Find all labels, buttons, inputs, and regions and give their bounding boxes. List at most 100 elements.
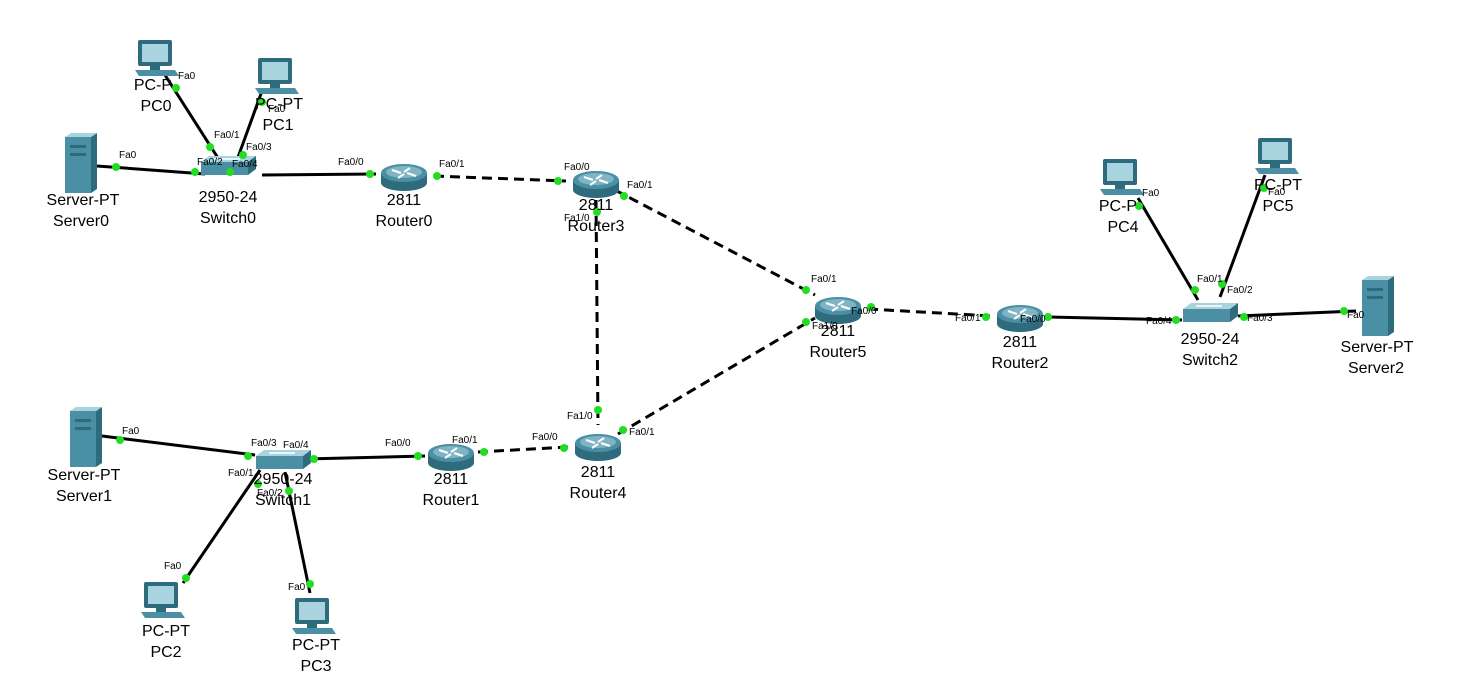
port-label-switch1: Fa0/2 [257, 488, 283, 499]
link-pc5-switch2[interactable] [1218, 174, 1267, 298]
link-router5-router2[interactable] [867, 307, 993, 318]
port-indicator-router1 [414, 452, 422, 460]
port-label-switch2: Fa0/3 [1247, 313, 1273, 324]
port-indicator-switch0 [206, 143, 214, 151]
link-switch1-pc2[interactable] [181, 469, 262, 584]
port-indicator-server0 [112, 163, 120, 171]
router-icon-router3[interactable] [573, 171, 619, 198]
port-label-router5: Fa0/1 [811, 274, 837, 285]
port-dots-layer [112, 84, 1348, 588]
device-name-label-router3: Router3 [568, 218, 625, 235]
port-indicator-switch0 [191, 168, 199, 176]
port-label-pc3: Fa0 [288, 582, 306, 593]
device-name-label-server1: Server1 [56, 488, 112, 505]
port-indicator-router4 [560, 444, 568, 452]
port-label-router0: Fa0/1 [439, 159, 465, 170]
device-name-label-router4: Router4 [570, 485, 627, 502]
links-layer [96, 74, 1357, 594]
devices-layer [65, 40, 1394, 634]
device-name-label-router0: Router0 [376, 213, 433, 230]
server-icon-server1[interactable] [70, 407, 102, 467]
port-label-router5: Fa1/0 [812, 321, 838, 332]
link-router3-router5[interactable] [614, 188, 816, 297]
pc-icon-pc0[interactable] [135, 40, 179, 76]
router-icon-router0[interactable] [381, 164, 427, 191]
port-label-server2: Fa0 [1347, 310, 1365, 321]
link-router3-router4[interactable] [594, 199, 600, 426]
link-server1-switch1[interactable] [101, 434, 256, 457]
pc-icon-pc2[interactable] [141, 582, 185, 618]
port-indicator-router4 [594, 406, 602, 414]
port-indicator-switch2 [1240, 313, 1248, 321]
device-type-label-router0: 2811 [387, 192, 422, 209]
device-name-label-router1: Router1 [423, 492, 480, 509]
port-indicator-switch0 [226, 168, 234, 176]
port-label-router0: Fa0/0 [338, 157, 364, 168]
pc-icon-pc3[interactable] [292, 598, 336, 634]
link-router4-router5[interactable] [617, 316, 816, 436]
port-label-router4: Fa0/0 [532, 432, 558, 443]
link-switch2-server2[interactable] [1237, 309, 1357, 318]
pc-icon-pc1[interactable] [255, 58, 299, 94]
port-label-router4: Fa1/0 [567, 411, 593, 422]
device-type-label-router4: 2811 [581, 464, 616, 481]
device-name-label-pc2: PC2 [150, 644, 181, 661]
switch-icon-switch1[interactable] [256, 450, 311, 469]
pc-icon-pc4[interactable] [1100, 159, 1144, 195]
device-type-label-pc0: PC-P [134, 77, 172, 94]
server-icon-server0[interactable] [65, 133, 97, 193]
port-label-pc5: Fa0 [1268, 187, 1286, 198]
device-type-label-router1: 2811 [434, 471, 469, 488]
router-icon-router5[interactable] [815, 297, 861, 324]
device-name-label-router5: Router5 [810, 344, 867, 361]
link-router0-router3[interactable] [433, 174, 567, 183]
link-pc1-switch0[interactable] [235, 90, 264, 161]
device-type-label-switch2: 2950-24 [1181, 331, 1240, 348]
port-indicator-router3 [554, 177, 562, 185]
link-router2-switch2[interactable] [1047, 315, 1183, 322]
pc-icon-pc5[interactable] [1255, 138, 1299, 174]
router-icon-router2[interactable] [997, 305, 1043, 332]
device-name-label-pc5: PC5 [1262, 198, 1293, 215]
port-indicator-switch1 [285, 487, 293, 495]
device-name-label-pc0: PC0 [140, 98, 171, 115]
port-label-router1: Fa0/1 [452, 435, 478, 446]
port-indicator-pc2 [182, 574, 190, 582]
device-name-label-switch0: Switch0 [200, 210, 256, 227]
server-icon-server2[interactable] [1362, 276, 1394, 336]
port-indicator-router5 [802, 318, 810, 326]
device-type-label-pc3: PC-PT [292, 637, 340, 654]
link-router1-router4[interactable] [477, 445, 569, 454]
link-switch0-router0[interactable] [261, 172, 377, 177]
device-type-label-pc2: PC-PT [142, 623, 190, 640]
device-type-label-pc4: PC-P [1099, 198, 1137, 215]
port-label-server0: Fa0 [119, 150, 137, 161]
port-label-pc2: Fa0 [164, 561, 182, 572]
device-name-label-server2: Server2 [1348, 360, 1404, 377]
device-name-label-server0: Server0 [53, 213, 109, 230]
port-indicator-pc4 [1135, 202, 1143, 210]
port-label-switch0: Fa0/3 [246, 142, 272, 153]
router-icon-router1[interactable] [428, 444, 474, 471]
switch-icon-switch2[interactable] [1183, 303, 1238, 322]
router-icon-router4[interactable] [575, 434, 621, 461]
port-label-switch1: Fa0/1 [228, 468, 254, 479]
port-indicator-router1 [480, 448, 488, 456]
port-indicator-router3 [593, 208, 601, 216]
port-indicator-server2 [1340, 307, 1348, 315]
port-label-router3: Fa1/0 [564, 213, 590, 224]
port-label-switch1: Fa0/3 [251, 438, 277, 449]
port-indicator-router4 [619, 426, 627, 434]
port-label-switch1: Fa0/4 [283, 440, 309, 451]
port-label-server1: Fa0 [122, 426, 140, 437]
link-switch1-router1[interactable] [304, 454, 426, 461]
port-indicator-pc1 [258, 98, 266, 106]
port-indicator-switch2 [1172, 316, 1180, 324]
port-indicator-router0 [366, 170, 374, 178]
port-label-router2: Fa0/1 [955, 313, 981, 324]
port-indicator-router2 [1044, 313, 1052, 321]
link-pc4-switch2[interactable] [1136, 197, 1200, 301]
port-label-switch2: Fa0/1 [1197, 274, 1223, 285]
